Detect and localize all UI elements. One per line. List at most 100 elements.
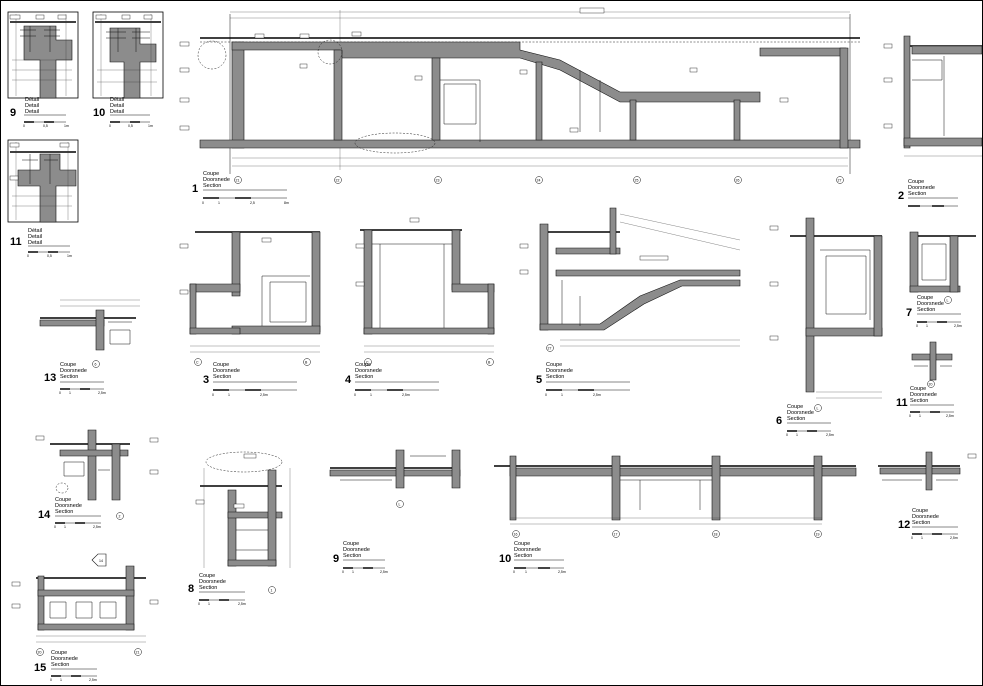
section-11: 20 11 Coupe Doorsnede Section 0 1 2,5m (896, 341, 954, 418)
axis-label: 27 (838, 179, 842, 183)
svg-text:Section: Section (55, 509, 73, 515)
svg-text:20: 20 (38, 651, 42, 655)
section-7: L 7 Coupe Doorsnede Section 0 1 2,5m (906, 231, 976, 328)
svg-text:2,5: 2,5 (250, 201, 255, 205)
section-4: C B 4 Coupe Doorsnede Section 0 1 2,5m (345, 217, 495, 397)
svg-text:C: C (196, 361, 199, 365)
svg-text:1: 1 (561, 393, 563, 397)
svg-text:1: 1 (271, 589, 273, 593)
svg-text:0: 0 (909, 414, 911, 418)
axis-label: 25 (635, 179, 639, 183)
section-10: 16 17 18 19 10 Coupe Doorsnede Section 0… (494, 455, 857, 574)
svg-text:0: 0 (54, 525, 56, 529)
svg-text:Doorsnede: Doorsnede (908, 185, 935, 191)
axis-label: 23 (436, 179, 440, 183)
svg-text:Detail: Detail (25, 109, 39, 115)
svg-text:2,5m: 2,5m (950, 536, 958, 540)
svg-text:16: 16 (514, 533, 518, 537)
svg-text:Section: Section (203, 183, 221, 189)
svg-text:1: 1 (926, 324, 928, 328)
svg-text:1: 1 (919, 414, 921, 418)
axis-label: 26 (736, 179, 740, 183)
svg-text:2,5m: 2,5m (593, 393, 601, 397)
svg-text:Coupe: Coupe (60, 362, 76, 368)
svg-text:1m: 1m (148, 124, 153, 128)
svg-text:0: 0 (342, 570, 344, 574)
svg-text:7: 7 (906, 307, 912, 319)
svg-text:0: 0 (911, 536, 913, 540)
svg-text:Section: Section (917, 307, 935, 313)
svg-text:0,5: 0,5 (47, 254, 52, 258)
svg-text:Coupe: Coupe (787, 404, 803, 410)
section-1: 21 22 23 24 25 26 27 1 Coupe Doorsnede S… (179, 7, 861, 205)
svg-text:18: 18 (714, 533, 718, 537)
svg-text:2,5m: 2,5m (98, 391, 106, 395)
svg-text:B: B (488, 361, 491, 365)
svg-text:Doorsnede: Doorsnede (51, 656, 78, 662)
svg-text:11: 11 (10, 236, 22, 248)
svg-text:1: 1 (921, 536, 923, 540)
svg-text:1: 1 (64, 525, 66, 529)
svg-text:Coupe: Coupe (917, 295, 933, 301)
svg-text:1: 1 (208, 602, 210, 606)
svg-text:11: 11 (896, 397, 908, 409)
svg-text:21: 21 (136, 651, 140, 655)
svg-text:0: 0 (212, 393, 214, 397)
svg-text:15: 15 (34, 662, 46, 674)
svg-text:Section: Section (60, 374, 78, 380)
svg-text:Coupe: Coupe (514, 541, 530, 547)
svg-text:Doorsnede: Doorsnede (910, 392, 937, 398)
section-5: 27 5 Coupe Doorsnede Section 0 1 2,5m (519, 207, 741, 397)
svg-text:0: 0 (27, 254, 29, 258)
svg-text:Détail: Détail (110, 97, 124, 103)
svg-text:12: 12 (898, 519, 910, 531)
svg-text:Doorsnede: Doorsnede (343, 547, 370, 553)
svg-text:Coupe: Coupe (199, 573, 215, 579)
svg-text:0: 0 (50, 678, 52, 682)
svg-text:0,5: 0,5 (128, 124, 133, 128)
svg-text:0: 0 (545, 393, 547, 397)
svg-text:Section: Section (912, 520, 930, 526)
svg-text:Coupe: Coupe (203, 171, 219, 177)
svg-text:0: 0 (109, 124, 111, 128)
svg-text:1: 1 (370, 393, 372, 397)
svg-text:6: 6 (776, 415, 782, 427)
svg-text:Doorsnede: Doorsnede (546, 368, 573, 374)
section-15: 14 20 21 15 Coupe Doorsnede Section 0 1 … (11, 553, 159, 682)
svg-text:1: 1 (60, 678, 62, 682)
svg-text:Section: Section (514, 553, 532, 559)
svg-text:Coupe: Coupe (912, 508, 928, 514)
svg-text:2,5m: 2,5m (946, 414, 954, 418)
svg-text:C: C (366, 361, 369, 365)
svg-text:0: 0 (513, 570, 515, 574)
svg-text:Section: Section (199, 585, 217, 591)
svg-text:Coupe: Coupe (55, 497, 71, 503)
svg-text:Section: Section (51, 662, 69, 668)
svg-text:0: 0 (23, 124, 25, 128)
svg-text:Doorsnede: Doorsnede (514, 547, 541, 553)
svg-text:1: 1 (69, 391, 71, 395)
svg-text:10: 10 (499, 553, 511, 565)
svg-text:10: 10 (93, 107, 105, 119)
svg-text:Section: Section (213, 374, 231, 380)
svg-text:Section: Section (546, 374, 564, 380)
svg-text:20: 20 (929, 383, 933, 387)
svg-text:Section: Section (908, 191, 926, 197)
svg-text:0,5: 0,5 (43, 124, 48, 128)
svg-text:19: 19 (816, 533, 820, 537)
svg-text:2,5m: 2,5m (89, 678, 97, 682)
svg-text:0: 0 (198, 602, 200, 606)
svg-text:Doorsnede: Doorsnede (355, 368, 382, 374)
detail-10: 10 Détail Detail Detail 0 0,5 1m (92, 11, 164, 128)
svg-text:Doorsnede: Doorsnede (787, 410, 814, 416)
svg-text:0: 0 (59, 391, 61, 395)
detail-number: 9 (10, 107, 16, 119)
svg-text:3: 3 (203, 374, 209, 386)
svg-text:Doorsnede: Doorsnede (203, 177, 230, 183)
svg-text:Section: Section (343, 553, 361, 559)
svg-text:2,5m: 2,5m (402, 393, 410, 397)
detail-9: 9 Détail Detail Detail 0 0,5 1m (7, 11, 79, 128)
section-3: C B 3 Coupe Doorsnede Section 0 1 2,5m (179, 231, 321, 397)
section-callout-marker (91, 553, 107, 567)
section-12: 12 Coupe Doorsnede Section 0 1 2,5m (878, 451, 977, 540)
